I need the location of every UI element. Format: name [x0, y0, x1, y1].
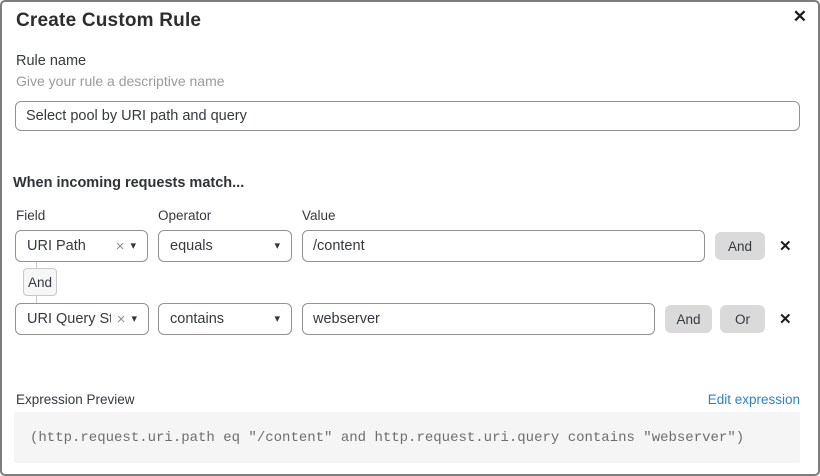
operator-select-row1-value: equals [170, 238, 213, 254]
chevron-down-icon: ▾ [130, 239, 136, 252]
clear-field-icon[interactable]: × [115, 237, 125, 255]
connector-and-badge: And [23, 268, 57, 296]
field-select-row1-value: URI Path [27, 238, 86, 254]
value-input-row2[interactable] [302, 303, 655, 335]
rule-name-helper: Give your rule a descriptive name [16, 73, 225, 89]
rule-name-label: Rule name [16, 53, 87, 69]
operator-select-row1[interactable]: equals ▾ [158, 230, 292, 262]
expression-code: (http.request.uri.path eq "/content" and… [14, 412, 800, 463]
match-section-heading: When incoming requests match... [13, 175, 245, 191]
delete-row1-icon[interactable]: ✕ [779, 238, 792, 255]
edit-expression-link[interactable]: Edit expression [707, 392, 800, 407]
chevron-down-icon: ▾ [274, 239, 280, 252]
chevron-down-icon: ▾ [274, 312, 280, 325]
delete-row2-icon[interactable]: ✕ [779, 311, 792, 328]
and-button-row1[interactable]: And [715, 232, 765, 260]
column-label-value: Value [302, 208, 336, 223]
field-select-row2-value: URI Query St... [27, 311, 111, 327]
and-button-row2[interactable]: And [665, 305, 712, 333]
close-icon[interactable]: ✕ [792, 7, 807, 26]
column-label-operator: Operator [158, 208, 212, 223]
clear-field-icon[interactable]: × [116, 310, 126, 328]
expression-preview-label: Expression Preview [16, 392, 135, 407]
dialog-title: Create Custom Rule [16, 10, 202, 31]
field-select-row2[interactable]: URI Query St... × ▾ [15, 303, 149, 335]
or-button-row2[interactable]: Or [720, 305, 765, 333]
rule-name-input[interactable] [15, 101, 800, 131]
operator-select-row2[interactable]: contains ▾ [158, 303, 292, 335]
operator-select-row2-value: contains [170, 311, 225, 327]
value-input-row1[interactable] [302, 230, 705, 262]
chevron-down-icon: ▾ [131, 312, 137, 325]
column-label-field: Field [16, 208, 46, 223]
field-select-row1[interactable]: URI Path × ▾ [15, 230, 148, 262]
